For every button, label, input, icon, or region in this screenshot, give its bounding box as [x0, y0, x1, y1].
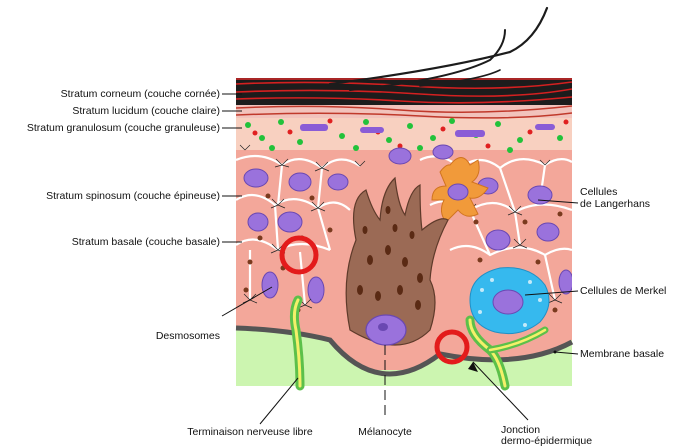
label-free-nerve-ending: Terminaison nerveuse libre	[175, 426, 325, 438]
hair-strands	[330, 8, 547, 90]
label-stratum-basale: Stratum basale (couche basale)	[72, 236, 220, 248]
label-desmosomes: Desmosomes	[156, 330, 220, 342]
label-stratum-corneum: Stratum corneum (couche cornée)	[61, 88, 220, 100]
label-stratum-lucidum: Stratum lucidum (couche claire)	[72, 105, 220, 117]
label-junction-line2: dermo-épidermique	[501, 435, 592, 447]
label-stratum-granulosum: Stratum granulosum (couche granuleuse)	[27, 122, 220, 134]
label-langerhans-line1: Cellules	[580, 186, 617, 198]
stratum-granulosum-layer	[236, 118, 572, 150]
label-melanocyte: Mélanocyte	[345, 426, 425, 438]
label-basement-membrane: Membrane basale	[580, 348, 664, 360]
label-merkel-cells: Cellules de Merkel	[580, 285, 666, 297]
label-stratum-spinosum: Stratum spinosum (couche épineuse)	[46, 190, 220, 202]
label-langerhans-line2: de Langerhans	[580, 198, 650, 210]
